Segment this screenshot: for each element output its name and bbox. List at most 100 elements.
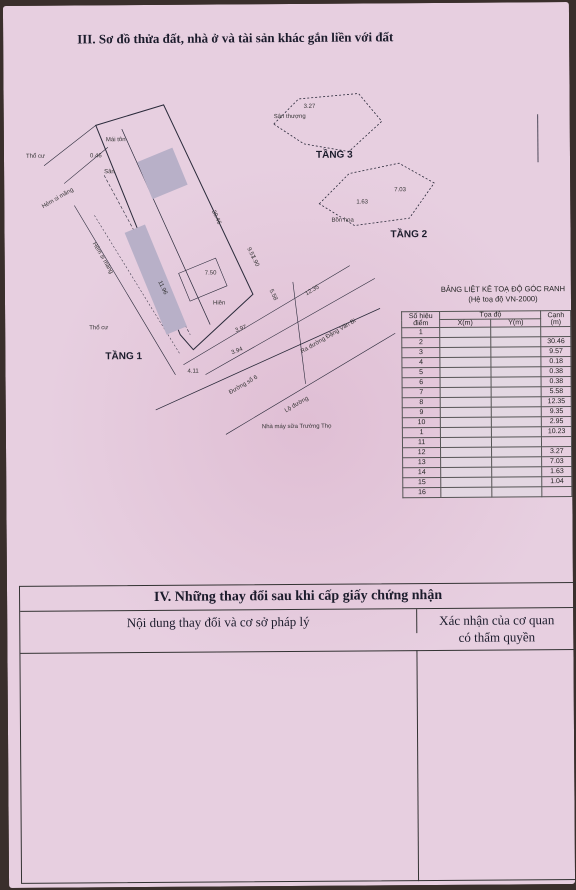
coord-y-redacted <box>490 336 542 348</box>
th-point: Số hiệu điểm <box>401 311 440 328</box>
coord-row: 16 <box>402 486 572 498</box>
road-line <box>155 307 381 411</box>
label-tho-cu-top: Thổ cư <box>25 153 46 160</box>
coord-point: 1 <box>402 427 441 438</box>
road-line <box>183 265 350 365</box>
coord-point: 3 <box>401 347 441 358</box>
dim-label: 7.50 <box>204 270 217 277</box>
coord-x-redacted <box>440 417 492 428</box>
coord-point: 4 <box>401 357 441 368</box>
coord-x-redacted <box>440 387 492 398</box>
coord-y-redacted <box>491 486 543 498</box>
dim-label: 1.63 <box>356 199 369 206</box>
coord-edge: 1.04 <box>542 476 572 487</box>
coord-edge: 30.46 <box>541 336 571 347</box>
coord-point: 16 <box>402 487 442 498</box>
label-tho-cu-bottom: Thổ cư <box>89 325 109 332</box>
coord-x-redacted <box>440 347 491 358</box>
coord-y-redacted <box>491 426 542 438</box>
coord-edge: 10.23 <box>541 426 572 437</box>
dim-label: 3.27 <box>303 103 316 110</box>
coord-x-redacted <box>440 427 492 438</box>
coord-y-redacted <box>491 456 543 468</box>
hatch-area <box>124 224 187 335</box>
coord-x-redacted <box>440 467 492 478</box>
label-san-thuong: Sân thượng <box>273 113 306 121</box>
coord-edge: 3.27 <box>541 446 572 457</box>
coord-point: 5 <box>401 367 441 378</box>
road-line <box>292 281 306 384</box>
coord-x-redacted <box>440 407 492 418</box>
hem-line <box>43 125 96 166</box>
floor3-outline <box>273 93 383 153</box>
coord-y-redacted <box>491 466 543 478</box>
coord-edge: 1.63 <box>542 466 572 477</box>
th-edge: Cạnh (m) <box>541 310 571 327</box>
land-plot-diagram <box>43 93 539 435</box>
floor-2-label: TẦNG 2 <box>390 229 428 241</box>
road-line <box>225 332 396 435</box>
coord-y-redacted <box>491 446 543 458</box>
inner-box <box>178 257 228 302</box>
coord-y-redacted <box>490 356 542 368</box>
coord-x-redacted <box>439 327 491 338</box>
coord-edge <box>541 326 571 337</box>
coord-y-redacted <box>491 476 543 488</box>
dim-label: 7.03 <box>394 187 406 194</box>
coord-y-redacted <box>490 346 542 358</box>
coord-point: 13 <box>402 457 441 468</box>
confirmation-cell[interactable] <box>417 648 576 882</box>
coord-x-redacted <box>440 437 492 448</box>
changes-content-cell[interactable] <box>20 650 420 884</box>
label-san: Sân <box>104 169 115 176</box>
coord-point: 10 <box>402 417 441 428</box>
coord-point: 15 <box>402 477 442 488</box>
col-confirmation-header: Xác nhận của cơ quan có thẩm quyền <box>417 611 576 646</box>
coord-y-redacted <box>491 406 542 418</box>
coord-point: 9 <box>402 407 441 418</box>
coord-edge: 5.58 <box>541 386 572 397</box>
label-nha-may: Nhà máy sữa Trường Thọ <box>261 423 332 431</box>
coord-x-redacted <box>440 457 492 468</box>
section-4-title: IV. Những thay đổi sau khi cấp giấy chứn… <box>19 582 576 612</box>
road-line <box>205 278 375 375</box>
dim-label: 4.11 <box>187 368 199 375</box>
dim-label: 0.46 <box>89 153 102 160</box>
floor-3-label: TẦNG 3 <box>315 149 353 161</box>
coord-y-redacted <box>491 436 542 448</box>
coord-point: 12 <box>402 447 441 458</box>
floor2-outline <box>318 162 435 226</box>
section-4-table: IV. Những thay đổi sau khi cấp giấy chứn… <box>18 581 576 884</box>
coord-x-redacted <box>440 337 491 348</box>
coord-edge: 9.35 <box>541 406 572 417</box>
label-bon-hoa: Bồn hoa <box>331 217 354 224</box>
coord-edge: 0.18 <box>541 356 571 367</box>
coord-point: 8 <box>402 397 441 408</box>
coord-edge <box>541 436 572 447</box>
coord-edge <box>542 486 572 497</box>
coord-point: 2 <box>401 337 441 348</box>
coord-x-redacted <box>440 447 492 458</box>
coord-edge: 0.38 <box>541 366 572 377</box>
coord-point: 11 <box>402 437 441 448</box>
col-changes-header: Nội dung thay đổi và cơ sở pháp lý <box>20 609 418 636</box>
side-line <box>74 205 176 375</box>
coord-x-redacted <box>441 487 492 498</box>
coord-title-line1: BẢNG LIỆT KÊ TOẠ ĐỘ GÓC RANH <box>440 284 566 294</box>
coord-y-redacted <box>490 376 542 388</box>
coord-edge: 9.57 <box>541 346 571 357</box>
coord-y-redacted <box>491 416 542 428</box>
coord-y-redacted <box>490 386 542 398</box>
coord-table-title: BẢNG LIỆT KÊ TOẠ ĐỘ GÓC RANH (Hệ toạ độ … <box>423 284 576 305</box>
col2-line2: có thẩm quyền <box>458 629 536 645</box>
coord-point: 1 <box>401 327 441 338</box>
coord-table: Số hiệu điểm Tọa độ Cạnh (m) X(m) Y(m) 1… <box>401 310 572 498</box>
floor-1-label: TẦNG 1 <box>105 351 143 363</box>
hatch-area <box>137 147 188 200</box>
parcel-line <box>121 129 211 325</box>
coord-point: 14 <box>402 467 441 478</box>
coord-x-redacted <box>440 357 491 368</box>
